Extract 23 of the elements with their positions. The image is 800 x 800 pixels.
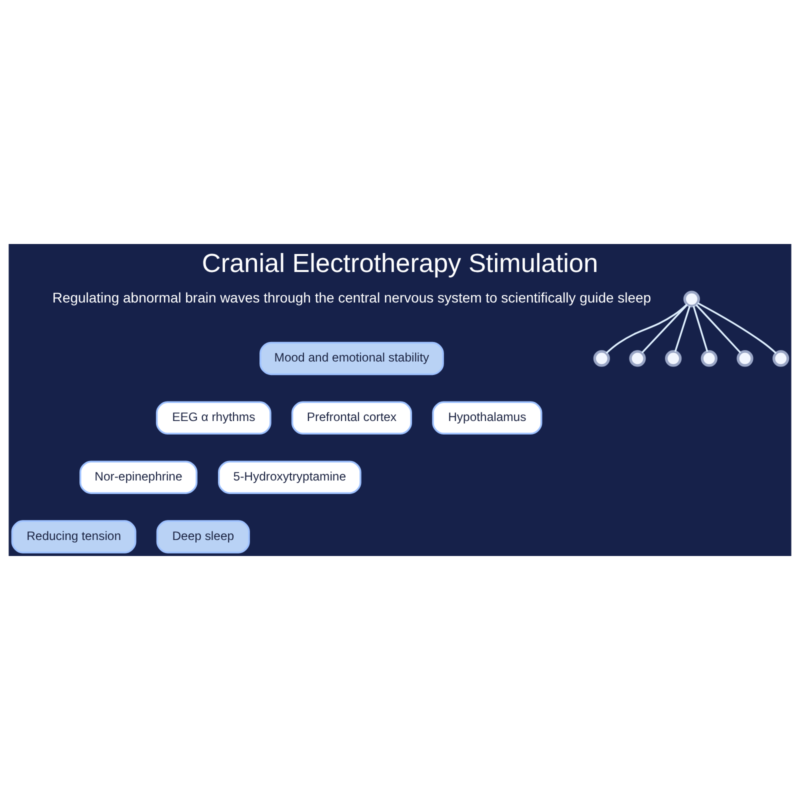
node-box: Deep sleep (156, 520, 250, 554)
node-box: Prefrontal cortex (291, 401, 412, 435)
connector (692, 306, 708, 352)
node-circle (772, 350, 790, 367)
connector (606, 304, 688, 354)
node-circle (629, 350, 646, 367)
node-box: Mood and emotional stability (260, 342, 444, 376)
node-box: Hypothalamus (432, 401, 542, 435)
node-circle (593, 350, 610, 367)
node-box: EEG α rhythms (156, 401, 272, 435)
node-circle (700, 350, 718, 367)
connector (696, 304, 742, 354)
connector (697, 302, 777, 354)
diagram-title: Cranial Electrotherapy Stimulation (202, 248, 598, 278)
connector (641, 304, 688, 354)
connector (674, 306, 691, 352)
label: Regulating abnormal brain waves through the central nervous system to scientifically guide sleep (52, 289, 652, 306)
node-box: Nor-epinephrine (79, 460, 198, 494)
node-circle (665, 350, 682, 367)
node-box: Reducing tension (11, 520, 136, 554)
node-box: 5-Hydroxytryptamine (218, 460, 362, 494)
node-circle (683, 290, 700, 308)
node-circle (736, 350, 754, 367)
